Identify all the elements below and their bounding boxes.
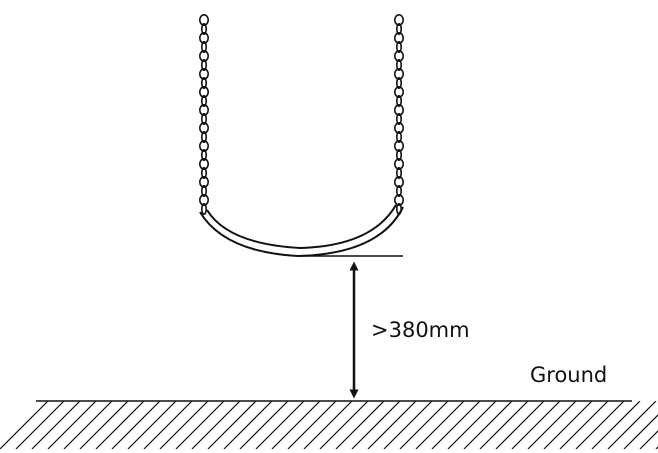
hatch-line [223,401,273,449]
hatch-line [431,401,481,449]
hatch-line [319,401,369,449]
chain-link [199,14,210,26]
hatch-line [79,401,129,449]
hatch-line [303,401,353,449]
chain-link [393,14,404,26]
chain-link [393,158,404,171]
chain-link [393,176,404,189]
hatch-line [367,401,417,449]
chain-link [201,22,208,35]
chain-link [199,194,210,207]
hatch-line [95,401,145,449]
chain-link [393,49,404,62]
hatch-line [143,401,193,449]
chain-link [199,104,210,117]
clearance-label: >380mm [371,318,470,342]
hatch-line [335,401,385,449]
left-chain [199,14,210,216]
hatch-line [623,414,658,449]
hatch-line [591,401,641,449]
hatch-line [607,401,657,449]
chain-link [395,77,402,90]
chain-link [393,104,404,117]
hatch-line [399,401,449,449]
chain-link [395,113,402,126]
hatch-line [63,401,113,449]
chain-link [395,40,402,53]
hatch-line [111,401,161,449]
chain-link [199,158,210,171]
hatch-line [287,401,337,449]
chain-link [201,131,208,144]
chain-link [199,49,210,62]
hatch-line [159,401,209,449]
right-chain [393,14,404,216]
chain-link [201,40,208,53]
chain-link [395,58,402,71]
hatch-line [31,401,81,449]
chain-link [199,122,210,135]
hatch-line [575,401,625,449]
chain-link [201,95,208,108]
chain-link [199,176,210,189]
hatch-line [207,401,257,449]
hatch-line [495,401,545,449]
chain-link [395,149,402,162]
chain-link [393,194,404,207]
chain-link [201,203,208,216]
hatch-line [271,401,321,449]
hatch-line [463,401,513,449]
chain-link [201,58,208,71]
ground-hatching [0,401,658,449]
hatch-line [15,401,65,449]
chain-link [201,185,208,198]
hatch-line [383,401,433,449]
chain-link [199,68,210,81]
hatch-line [191,401,241,449]
chain-link [201,167,208,180]
chain-link [201,77,208,90]
hatch-line [239,401,289,449]
chain-link [201,149,208,162]
hatch-line [127,401,177,449]
hatch-line [47,401,97,449]
hatch-line [415,401,465,449]
hatch-line [0,401,49,449]
hatch-line [255,401,305,449]
hatch-line [447,401,497,449]
hatch-line [543,401,593,449]
chain-link [393,122,404,135]
hatch-line [559,401,609,449]
chain-link [395,167,402,180]
swing-seat [199,204,404,258]
chain-link [395,131,402,144]
ground-label: Ground [530,363,608,387]
chain-link [199,86,210,99]
hatch-line [511,401,561,449]
hatch-line [527,401,577,449]
chain-link [393,140,404,153]
chain-link [393,31,404,44]
hatch-line [175,401,225,449]
hatch-line [479,401,529,449]
chain-link [393,68,404,81]
hatch-line [639,430,658,449]
hatch-line [351,401,401,449]
chain-link [199,140,210,153]
chain-link [199,31,210,44]
chain-link [201,113,208,126]
chain-link [395,95,402,108]
chain-link [395,185,402,198]
chain-link [393,86,404,99]
chain-link [395,22,402,35]
